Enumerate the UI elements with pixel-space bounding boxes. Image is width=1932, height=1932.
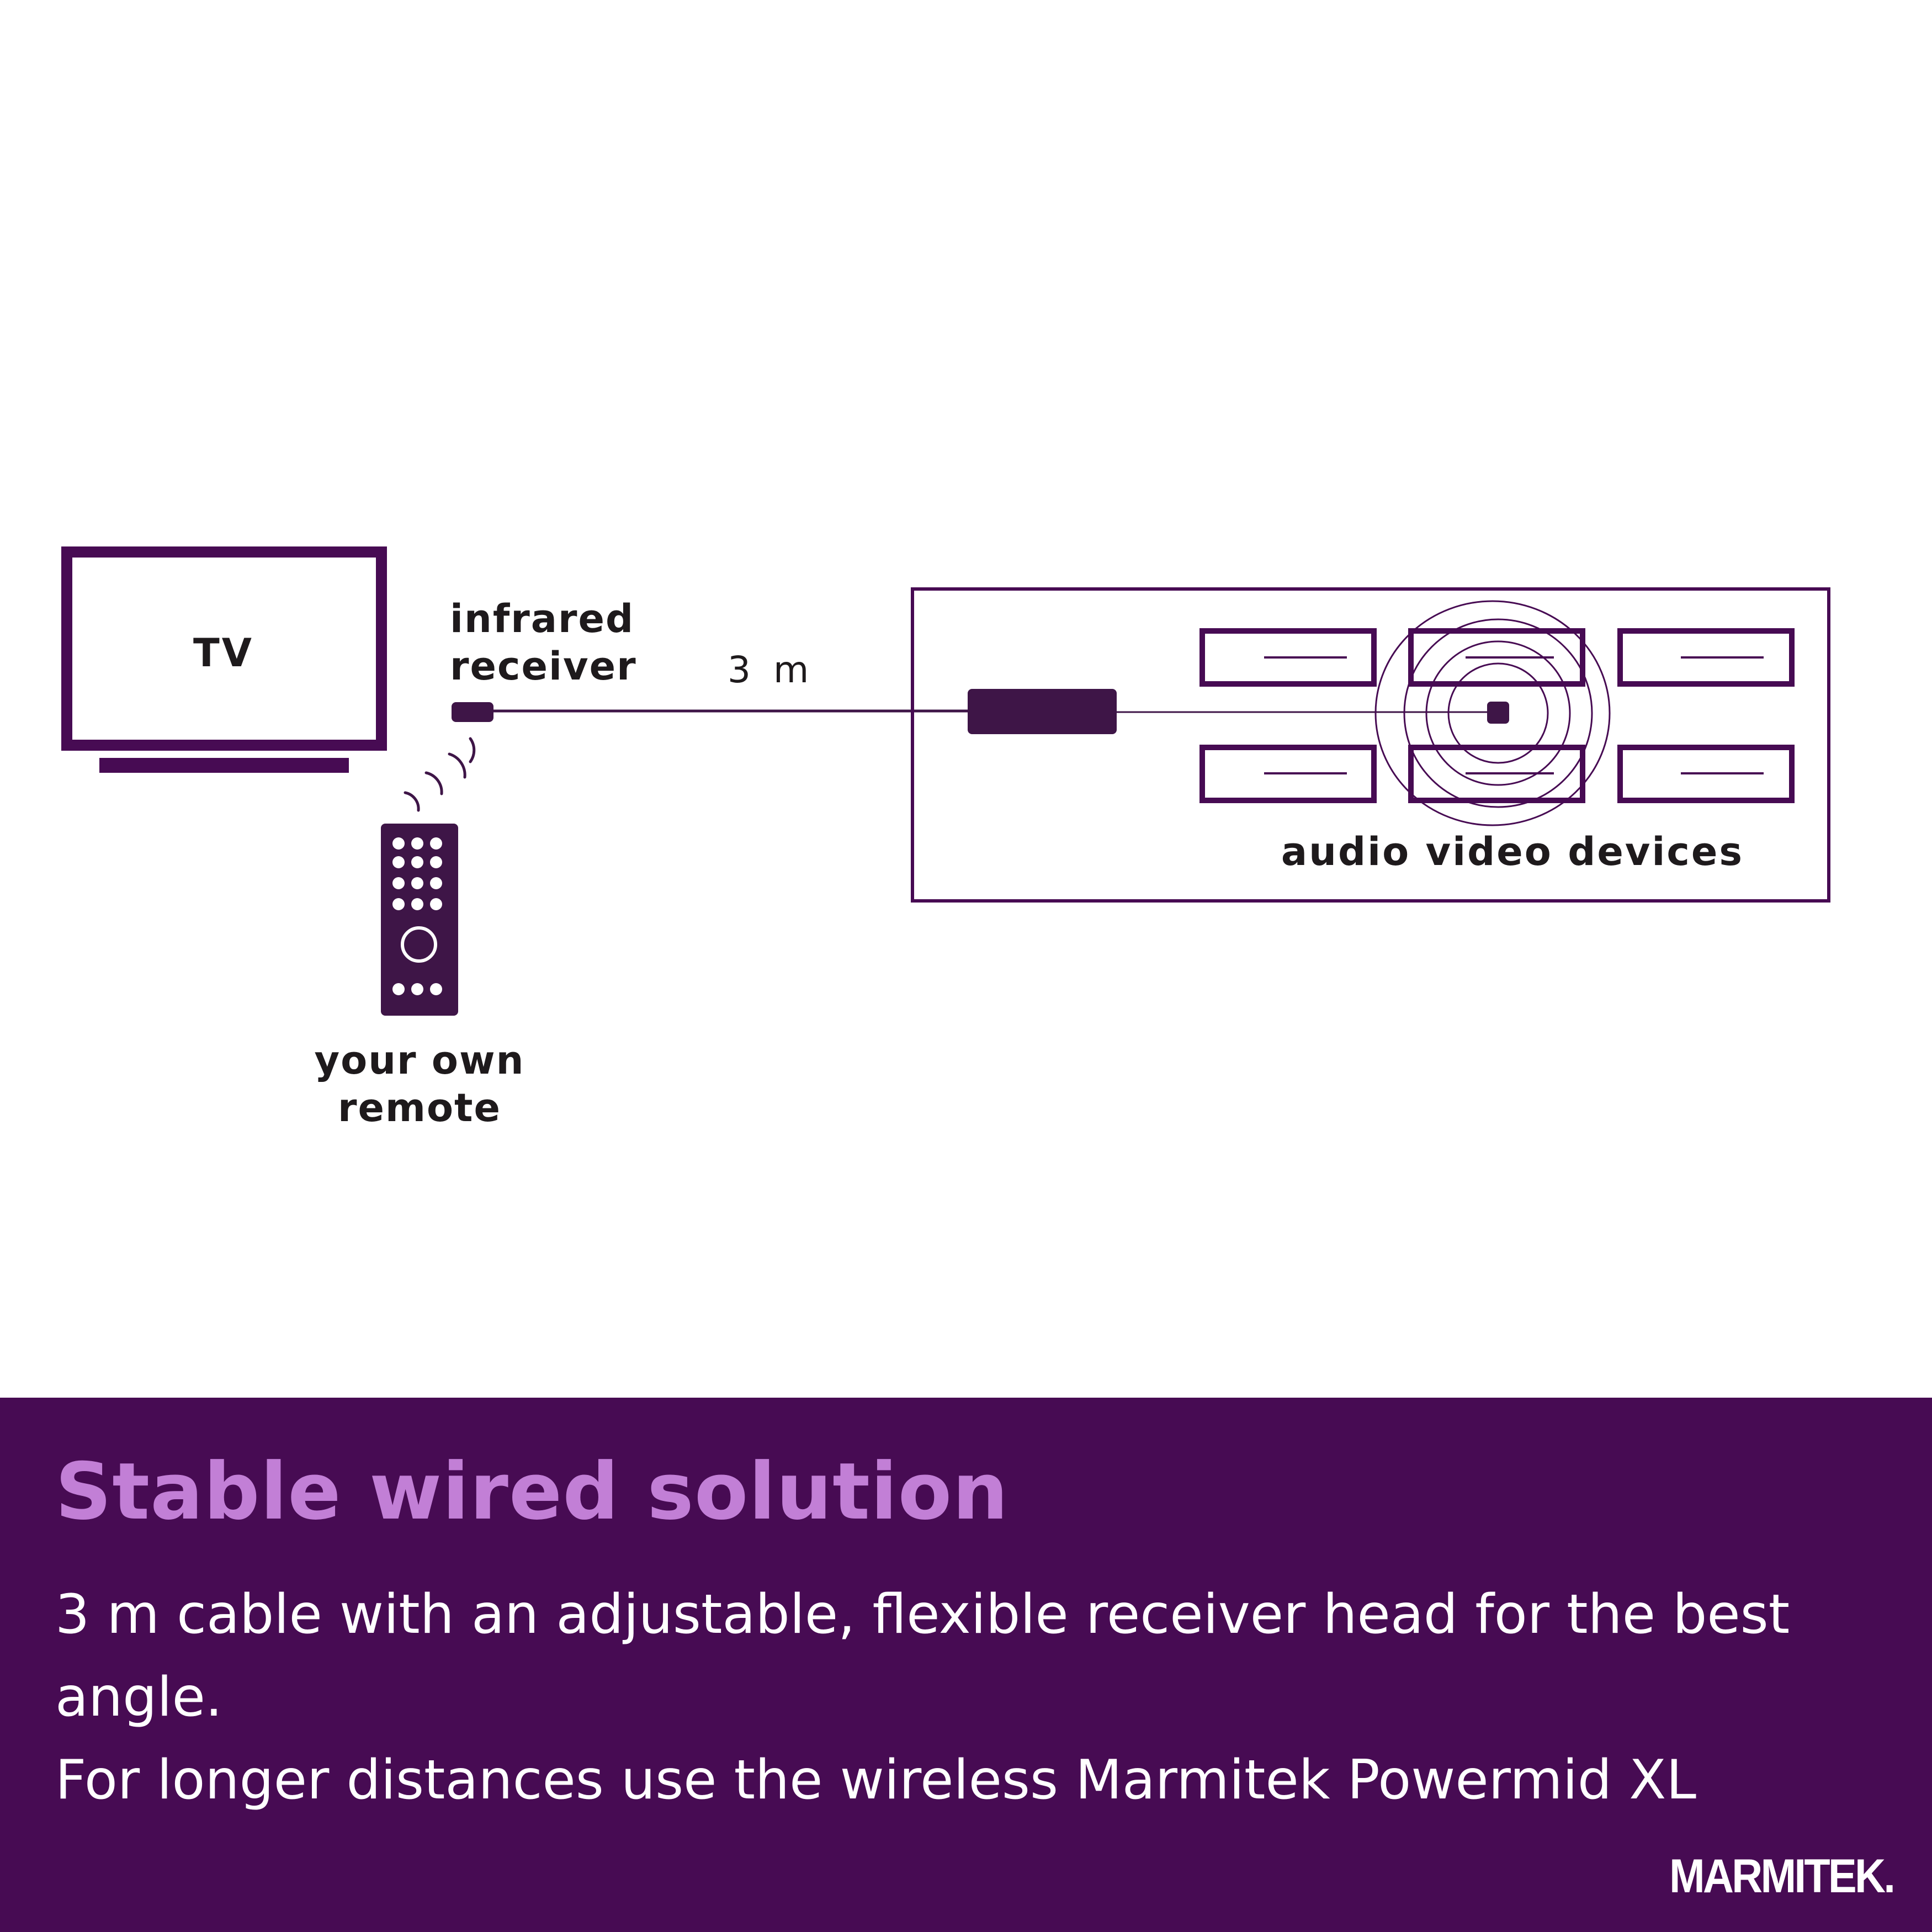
emitter-waves-icon xyxy=(1403,618,1593,808)
receiver-box-icon xyxy=(968,689,1117,734)
banner-body: 3 m cable with an adjustable, flexible r… xyxy=(55,1573,1893,1822)
ir-receiver-label-line: infrared xyxy=(450,596,635,641)
signal-waves-icon xyxy=(404,737,476,812)
av-device-slots xyxy=(1264,656,1764,774)
info-banner xyxy=(0,1398,1932,1932)
emitter-outer-wave xyxy=(1374,600,1611,826)
remote-label-line: remote xyxy=(338,1085,501,1130)
marmitek-logo: MARMITEK. xyxy=(1669,1850,1896,1903)
ir-receiver-icon xyxy=(452,702,493,722)
tv-icon xyxy=(61,546,387,773)
ir-receiver-label: infrared receiver xyxy=(450,595,637,690)
banner-body-line: For longer distances use the wireless Ma… xyxy=(55,1749,1697,1812)
ir-receiver-label-line: receiver xyxy=(450,644,637,689)
banner-body-line: 3 m cable with an adjustable, flexible r… xyxy=(55,1583,1790,1729)
av-devices-label: audio video devices xyxy=(1281,829,1744,874)
banner-title: Stable wired solution xyxy=(55,1446,1009,1537)
av-device-units xyxy=(1199,628,1795,803)
av-cabinet xyxy=(911,587,1830,903)
setup-diagram xyxy=(61,546,1830,1016)
remote-icon xyxy=(381,824,458,1016)
remote-label: your own remote xyxy=(309,1037,530,1132)
cable-length-label: 3 m xyxy=(728,649,815,691)
remote-label-line: your own xyxy=(314,1038,525,1083)
tv-label: TV xyxy=(193,630,254,676)
emitter-head-icon xyxy=(1487,702,1509,724)
